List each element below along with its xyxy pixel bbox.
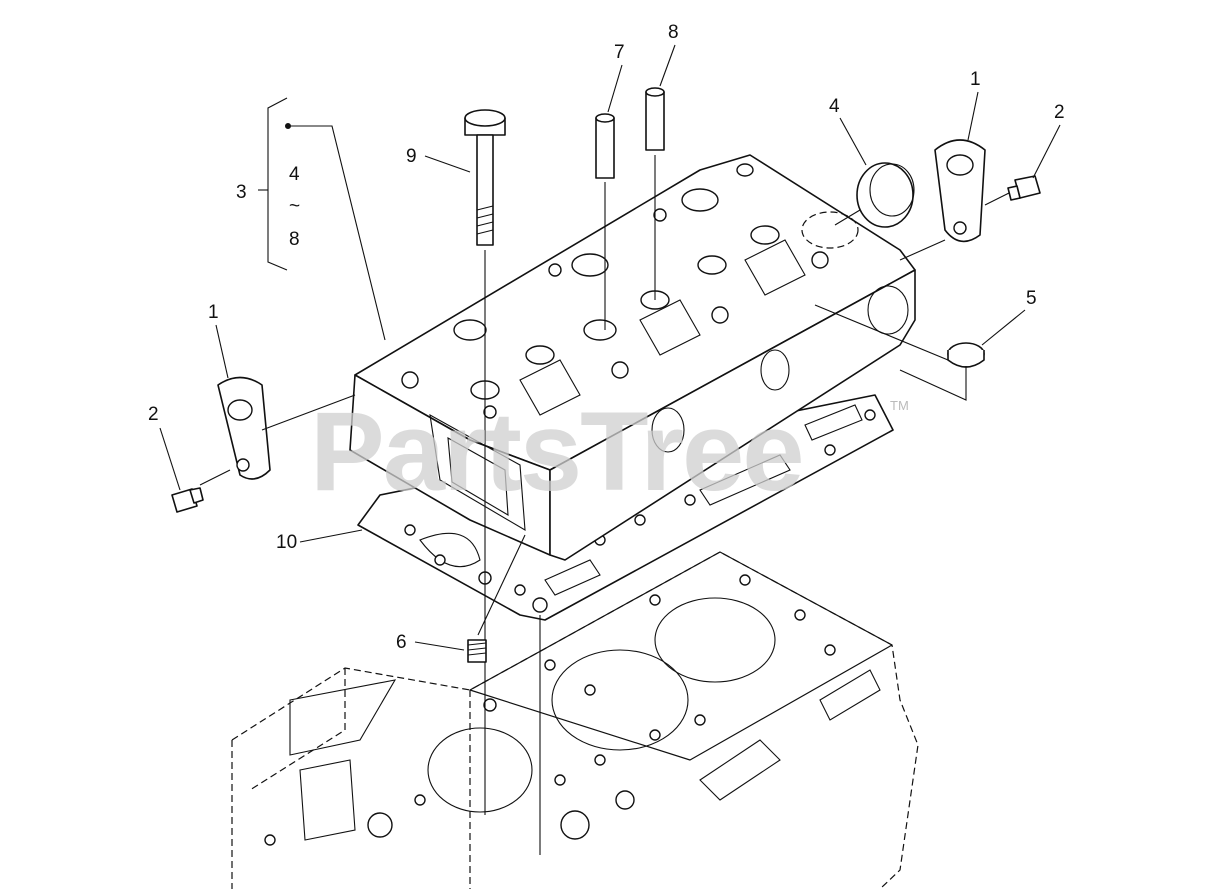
head-bolt (464, 109, 506, 815)
engine-block (231, 551, 919, 889)
lifting-plate-left (199, 376, 356, 486)
dowel-pin-7 (595, 113, 615, 330)
kit-range-from: 4 (289, 164, 300, 185)
lifting-plate-right (899, 139, 1016, 261)
callout-7: 7 (614, 42, 625, 63)
expansion-plug-5 (814, 304, 985, 401)
callout-1-left: 1 (208, 302, 219, 323)
kit-range-to: 8 (289, 229, 300, 250)
callouts: 1 2 4 5 7 8 9 3 1 2 10 6 (148, 22, 1065, 653)
plug-2-left (171, 487, 204, 513)
callout-8: 8 (668, 22, 679, 43)
kit-bracket: 4 ~ 8 (258, 97, 386, 341)
callout-1-right: 1 (970, 69, 981, 90)
callout-10: 10 (276, 532, 297, 553)
plug-2-right (1007, 175, 1041, 201)
callout-6: 6 (396, 632, 407, 653)
watermark: PartsTree (310, 389, 803, 514)
callout-5: 5 (1026, 288, 1037, 309)
callout-9: 9 (406, 146, 417, 167)
callout-2-right: 2 (1054, 102, 1065, 123)
expansion-plug-4 (834, 162, 915, 228)
callout-4-top: 4 (829, 96, 840, 117)
cylinder-head (349, 154, 916, 561)
watermark-trademark: TM (890, 398, 909, 413)
stud-6 (467, 534, 541, 855)
kit-range-symbol: ~ (289, 196, 300, 217)
dowel-pin-8 (645, 87, 665, 300)
callout-2-left: 2 (148, 404, 159, 425)
callout-3: 3 (236, 182, 247, 203)
